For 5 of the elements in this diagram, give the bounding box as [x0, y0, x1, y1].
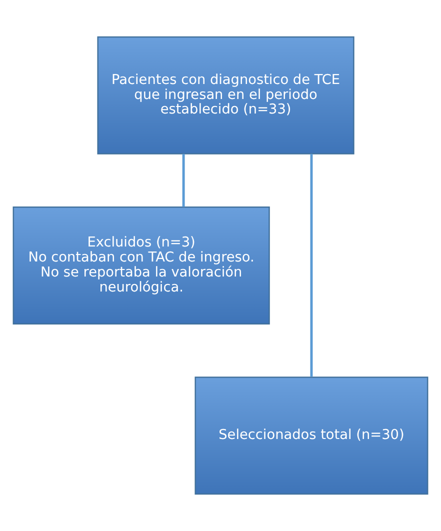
node-box: Seleccionados total (n=30): [194, 376, 428, 495]
node-box: Pacientes con diagnostico de TCE que ingresan en el periodo establecido (n=33): [97, 36, 354, 154]
node-box: Excluidos (n=3) No contaban con TAC de ingreso. No se reportaba la valoración neurológica.: [12, 206, 270, 324]
connector: [182, 154, 185, 207]
connector: [310, 154, 313, 377]
